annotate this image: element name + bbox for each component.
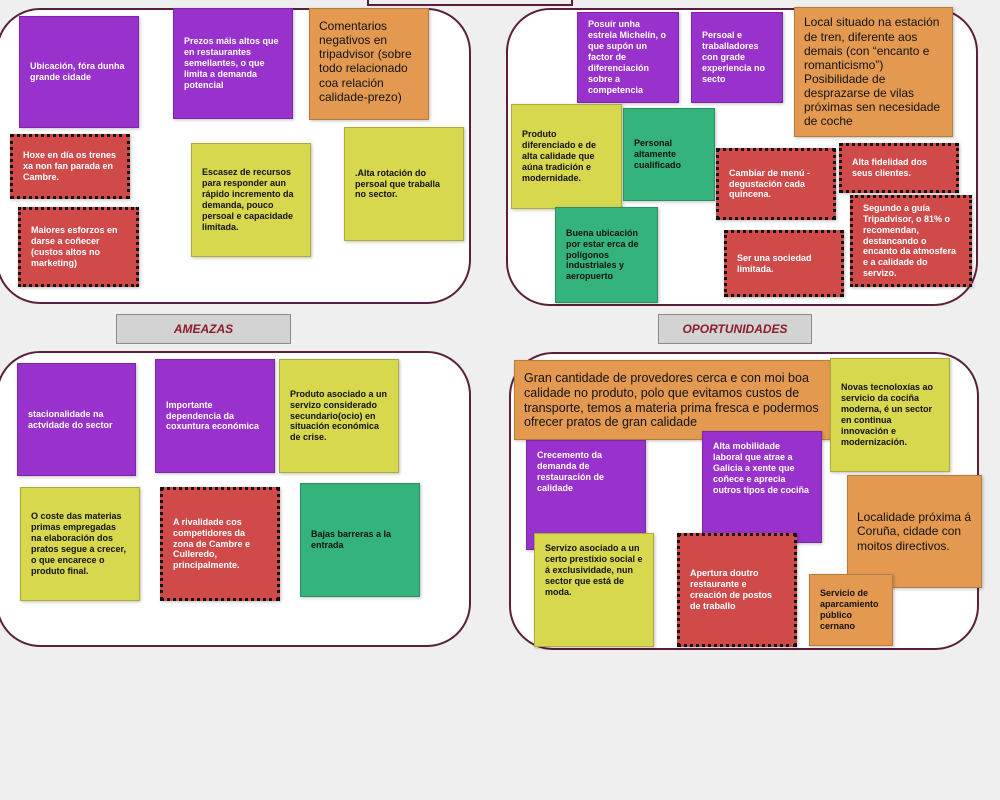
sticky-note: Personal altamente cualificado (623, 108, 715, 201)
sticky-note: .Alta rotación do persoal que traballa n… (344, 127, 464, 241)
sticky-note: Local situado na estación de tren, difer… (794, 7, 953, 137)
sticky-note: Buena ubicación por estar erca de polígo… (555, 207, 658, 303)
sticky-note: Escasez de recursos para responder aun r… (191, 143, 311, 257)
sticky-note: Ubicación, fóra dunha grande cidade (19, 16, 139, 128)
title-tab (367, 0, 573, 6)
sticky-note: Servizo asociado a un certo prestixio so… (534, 533, 654, 647)
sticky-note: Ser una sociedad limitada. (724, 230, 844, 297)
sticky-note: Alta mobilidade laboral que atrae a Gali… (702, 431, 822, 543)
sticky-note: Maiores esforzos en darse a coñecer (cus… (18, 207, 139, 287)
sticky-note: Hoxe en día os trenes xa non fan parada … (10, 134, 130, 199)
sticky-note: Gran cantidade de provedores cerca e con… (514, 360, 832, 440)
sticky-note: Importante dependencia da coxuntura econ… (155, 359, 275, 473)
sticky-note: stacionalidade na actvidade do sector (17, 363, 136, 476)
sticky-note: Persoal e traballadores con grade experi… (691, 12, 783, 103)
sticky-note: Prezos máis altos que en restaurantes se… (173, 8, 293, 119)
sticky-note: Localidade próxima á Coruña, cidade con … (847, 475, 982, 588)
sticky-note: Apertura doutro restaurante e creación d… (677, 533, 797, 647)
sticky-note: Novas tecnoloxías ao servicio da cociña … (830, 358, 950, 472)
sticky-note: Cambiar de menú -degustación cada quince… (716, 148, 836, 220)
label-oportunidades: OPORTUNIDADES (658, 314, 812, 344)
label-ameazas: AMEAZAS (116, 314, 291, 344)
sticky-note: Bajas barreras a la entrada (300, 483, 420, 597)
sticky-note: Produto diferenciado e de alta calidade … (511, 104, 622, 209)
sticky-note: Segundo a guía Tripadvisor, o 81% o reco… (850, 195, 972, 287)
sticky-note: A rivalidade cos competidores da zona de… (160, 487, 280, 601)
sticky-note: Posuír unha estrela Michelín, o que supó… (577, 12, 679, 103)
sticky-note: Crecemento da demanda de restauración de… (526, 440, 646, 550)
sticky-note: O coste das materias primas empregadas n… (20, 487, 140, 601)
sticky-note: Produto asociado a un servizo considerad… (279, 359, 399, 473)
sticky-note: Comentarios negativos en tripadvisor (so… (309, 8, 429, 120)
sticky-note: Servicio de aparcamiento público cernano (809, 574, 893, 646)
sticky-note: Alta fidelidad dos seus clientes. (839, 143, 959, 193)
